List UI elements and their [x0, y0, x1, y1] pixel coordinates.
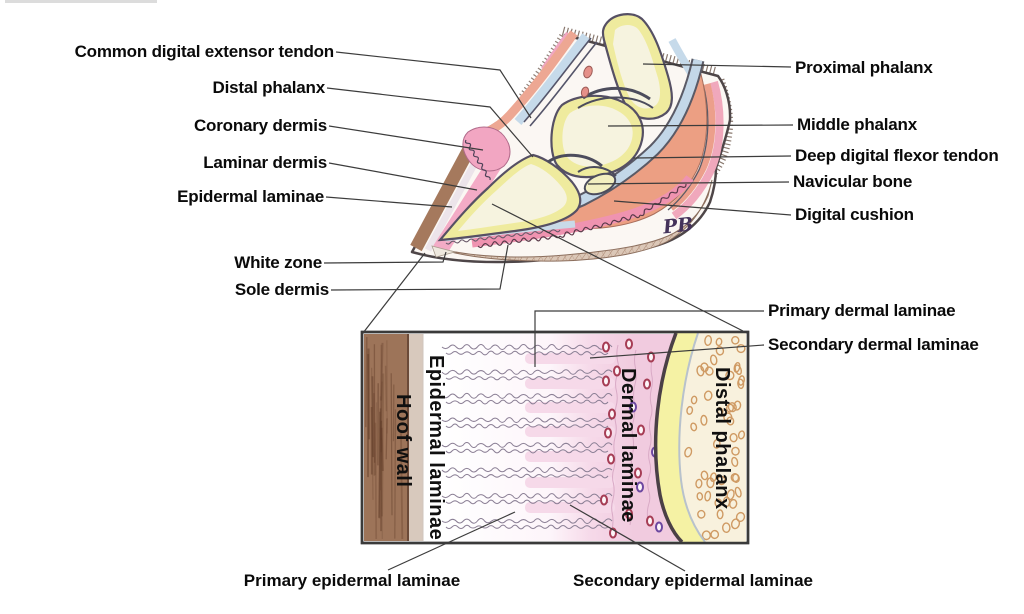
label-inset-epidermal-laminae: Epidermal laminae — [425, 355, 447, 541]
dermal-ridge-3 — [646, 359, 653, 521]
leader-secondary-dermal-laminae — [589, 344, 765, 359]
label-proximal-phalanx: Proximal phalanx — [795, 58, 933, 77]
magnification-line-right — [491, 203, 744, 332]
label-deep-digital-flexor-tendon: Deep digital flexor tendon — [795, 146, 999, 165]
proximal-phalanx-bone — [601, 13, 673, 120]
joint-capsule-pouch-1 — [583, 65, 593, 79]
label-primary-dermal-laminae: Primary dermal laminae — [768, 301, 956, 320]
label-inset-distal-phalanx: Distal phalanx — [711, 367, 733, 510]
hoof-sagittal-section — [410, 13, 734, 264]
leader-deep-digital-flexor-tendon — [632, 155, 792, 159]
leader-secondary-epidermal-laminae — [569, 504, 686, 572]
label-sole-dermis: Sole dermis — [234, 280, 329, 299]
sole-dermis-zigzag — [445, 229, 561, 245]
parietal-surface-arc — [653, 332, 684, 544]
label-white-zone: White zone — [234, 253, 322, 272]
label-laminar-dermis: Laminar dermis — [203, 153, 327, 172]
leader-white-zone — [323, 251, 447, 264]
bone-osteon-rings — [684, 335, 746, 541]
extensor-tendon-line-2 — [529, 41, 598, 127]
hoof-wall-band — [410, 136, 480, 252]
leader-common-digital-extensor-tendon — [335, 51, 532, 119]
label-inset-dermal-laminae: Dermal laminae — [617, 368, 639, 523]
sole-band-zigzag-3 — [639, 183, 687, 217]
label-epidermal-laminae: Epidermal laminae — [177, 187, 324, 206]
pastern-joint-arc-2 — [577, 96, 654, 109]
back-skin-salmon-band — [668, 83, 716, 211]
label-distal-phalanx: Distal phalanx — [212, 78, 326, 97]
inset-bone-yellow-rim — [655, 333, 705, 542]
label-middle-phalanx: Middle phalanx — [797, 115, 917, 134]
label-inset-hoof-wall: Hoof wall — [392, 394, 414, 488]
joint-capsule-pouch-2 — [580, 86, 590, 98]
leader-lines — [323, 51, 794, 572]
dermal-ridge-2 — [629, 349, 637, 526]
coronary-dermis-blob — [462, 126, 511, 172]
dermal-tongues — [525, 353, 615, 513]
laminae-inset-panel — [360, 330, 750, 545]
inset-bone-interior — [679, 333, 746, 542]
leader-navicular-bone — [587, 181, 790, 185]
coronary-zigzag — [464, 139, 491, 181]
leader-primary-dermal-laminae — [534, 310, 764, 367]
distal-phalanx-bone — [437, 153, 582, 242]
hoof-wall-texture — [365, 337, 404, 540]
artist-signature: PB — [661, 213, 695, 239]
leader-coronary-dermis — [328, 125, 484, 151]
leader-digital-cushion — [613, 200, 792, 216]
label-navicular-bone: Navicular bone — [793, 172, 913, 191]
bone-edge-blue-line — [678, 332, 706, 543]
navicular-arc — [577, 166, 617, 177]
sole-band-zigzag-1 — [477, 235, 561, 249]
coffin-joint-arc — [547, 153, 603, 168]
label-common-digital-extensor-tendon: Common digital extensor tendon — [74, 42, 335, 61]
inset-hoof-wall-strip — [364, 334, 408, 541]
inset-wall-light-band — [409, 334, 423, 541]
leader-laminar-dermis — [328, 162, 478, 191]
sole-band-magenta — [471, 175, 694, 248]
label-secondary-dermal-laminae: Secondary dermal laminae — [768, 335, 979, 354]
back-skin-pink-band — [671, 80, 724, 220]
leader-epidermal-laminae — [325, 196, 453, 208]
label-digital-cushion: Digital cushion — [795, 205, 914, 224]
back-band-line — [667, 83, 709, 211]
leader-sole-dermis — [330, 244, 509, 291]
magnification-line-left — [362, 252, 426, 334]
extensor-tendon-line-1 — [523, 37, 592, 123]
leader-middle-phalanx — [607, 124, 794, 127]
label-primary-epidermal-laminae: Primary epidermal laminae — [243, 571, 461, 590]
leader-primary-epidermal-laminae — [387, 511, 516, 571]
sole-band-zigzag-2 — [559, 214, 641, 238]
scan-artifact-streak — [5, 0, 157, 3]
laminae-squiggle-rows — [441, 343, 613, 530]
leader-proximal-phalanx — [642, 63, 792, 68]
inset-frame-top — [360, 330, 750, 545]
leader-distal-phalanx — [326, 87, 534, 158]
pastern-joint-arc-1 — [582, 86, 651, 101]
label-secondary-epidermal-laminae: Secondary epidermal laminae — [573, 571, 813, 590]
label-coronary-dermis: Coronary dermis — [193, 116, 327, 135]
